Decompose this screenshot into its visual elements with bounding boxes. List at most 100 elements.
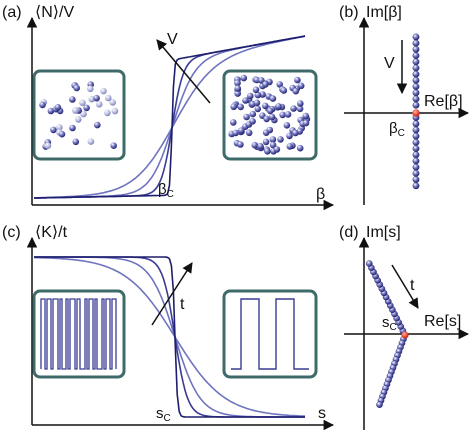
gas-particle — [73, 84, 80, 92]
gas-particle — [100, 87, 107, 95]
liquid-particle — [234, 90, 241, 97]
gas-particle — [56, 124, 63, 131]
zero-point — [412, 132, 420, 140]
liquid-particle — [269, 141, 277, 149]
zero-point — [412, 138, 420, 146]
gas-particle — [80, 110, 87, 118]
zero-point — [412, 101, 420, 109]
gas-particle — [44, 142, 52, 149]
panel-a-curves — [33, 35, 306, 199]
panel-c-arrow-label: t — [180, 296, 185, 313]
zero-point — [365, 260, 373, 267]
panel-a: (a) ⟨N⟩/V β βC V — [2, 4, 335, 211]
gas-particle — [39, 101, 46, 109]
liquid-particle — [273, 146, 281, 153]
gas-particle — [58, 130, 66, 138]
gas-particle — [50, 126, 57, 134]
zero-point — [412, 151, 420, 159]
gas-particle — [72, 138, 80, 146]
gas-particle — [87, 138, 95, 145]
gas-particle — [95, 101, 103, 108]
liquid-particle — [251, 141, 259, 149]
panel-d-arrow-label: t — [410, 277, 415, 294]
liquid-particle — [286, 143, 294, 150]
liquid-particle — [247, 92, 254, 100]
liquid-particle — [276, 81, 284, 88]
gas-particle — [69, 124, 76, 132]
gas-particle — [111, 107, 119, 115]
panel-b: (b) Im[β] Re[β] V βC — [339, 4, 470, 205]
panel-d-arrow — [391, 264, 419, 309]
panel-a-xlabel: β — [316, 186, 325, 203]
panel-b-critical-label: βC — [389, 120, 405, 139]
liquid-particle — [243, 113, 250, 121]
sparse-trajectory-inset — [222, 289, 318, 379]
liquid-particle — [240, 74, 248, 82]
panel-b-ylabel: Im[β] — [366, 4, 402, 21]
panel-c-curves — [34, 256, 305, 418]
liquid-particle — [279, 111, 286, 119]
liquid-particle — [290, 105, 297, 112]
liquid-particle — [277, 136, 284, 143]
liquid-particle — [297, 100, 304, 107]
liquid-particles — [228, 74, 311, 155]
panel-c-curve — [34, 256, 305, 417]
zero-point — [412, 70, 420, 78]
zero-point — [412, 120, 420, 128]
panel-b-letter: (b) — [339, 4, 359, 21]
panel-c-xlabel: s — [318, 405, 326, 422]
dense-trajectory-wave — [40, 298, 117, 370]
panel-c-critical-label: sC — [156, 405, 171, 424]
liquid-particle — [264, 148, 271, 155]
zero-point — [412, 95, 420, 103]
panel-c: (c) ⟨K⟩/t s sC t — [2, 224, 335, 431]
liquid-particle — [286, 132, 293, 140]
gas-particles — [39, 81, 119, 150]
panel-b-xlabel: Re[β] — [424, 93, 463, 110]
panel-a-letter: (a) — [2, 4, 22, 21]
gas-particle — [79, 99, 86, 107]
gas-particle — [72, 107, 79, 114]
liquid-particle — [258, 77, 265, 84]
panel-a-critical-label: βC — [158, 181, 174, 200]
liquid-particle — [302, 112, 310, 120]
gas-particle — [110, 142, 117, 149]
zero-point — [376, 401, 383, 409]
zero-point — [412, 39, 420, 47]
gas-particle — [75, 116, 82, 123]
liquid-particle — [237, 141, 244, 148]
liquid-particle — [257, 143, 264, 150]
liquid-particle — [292, 87, 300, 95]
zero-point — [412, 182, 420, 190]
zero-point — [412, 77, 420, 84]
liquid-particle — [268, 113, 276, 121]
zero-point — [412, 52, 420, 59]
liquid-particle — [266, 126, 274, 134]
critical-point — [412, 109, 420, 117]
liquid-particle — [262, 138, 270, 146]
panel-a-curve — [34, 35, 306, 199]
panel-d-ylabel: Im[s] — [366, 224, 401, 241]
gas-particle — [93, 94, 100, 102]
liquid-particle — [284, 111, 292, 118]
zero-point — [412, 176, 420, 184]
gas-particle — [47, 107, 55, 115]
panel-c-ylabel: ⟨K⟩/t — [35, 224, 68, 241]
gas-particle — [87, 85, 94, 93]
liquid-particle — [296, 144, 304, 152]
liquid-particle — [230, 103, 237, 111]
liquid-particle — [294, 76, 301, 84]
liquid-particle — [232, 129, 239, 137]
zero-point — [412, 33, 420, 41]
liquid-particle — [280, 87, 288, 94]
liquid-particle — [263, 115, 270, 123]
liquid-particle — [283, 122, 291, 129]
liquid-particle — [269, 136, 277, 143]
panel-a-curve — [33, 35, 306, 199]
liquid-particle — [254, 105, 262, 113]
liquid-particle — [262, 102, 269, 110]
panel-d-zeros — [365, 260, 409, 409]
panel-c-arrow — [151, 262, 193, 326]
liquid-particle — [238, 127, 245, 134]
liquid-particle — [266, 107, 274, 115]
